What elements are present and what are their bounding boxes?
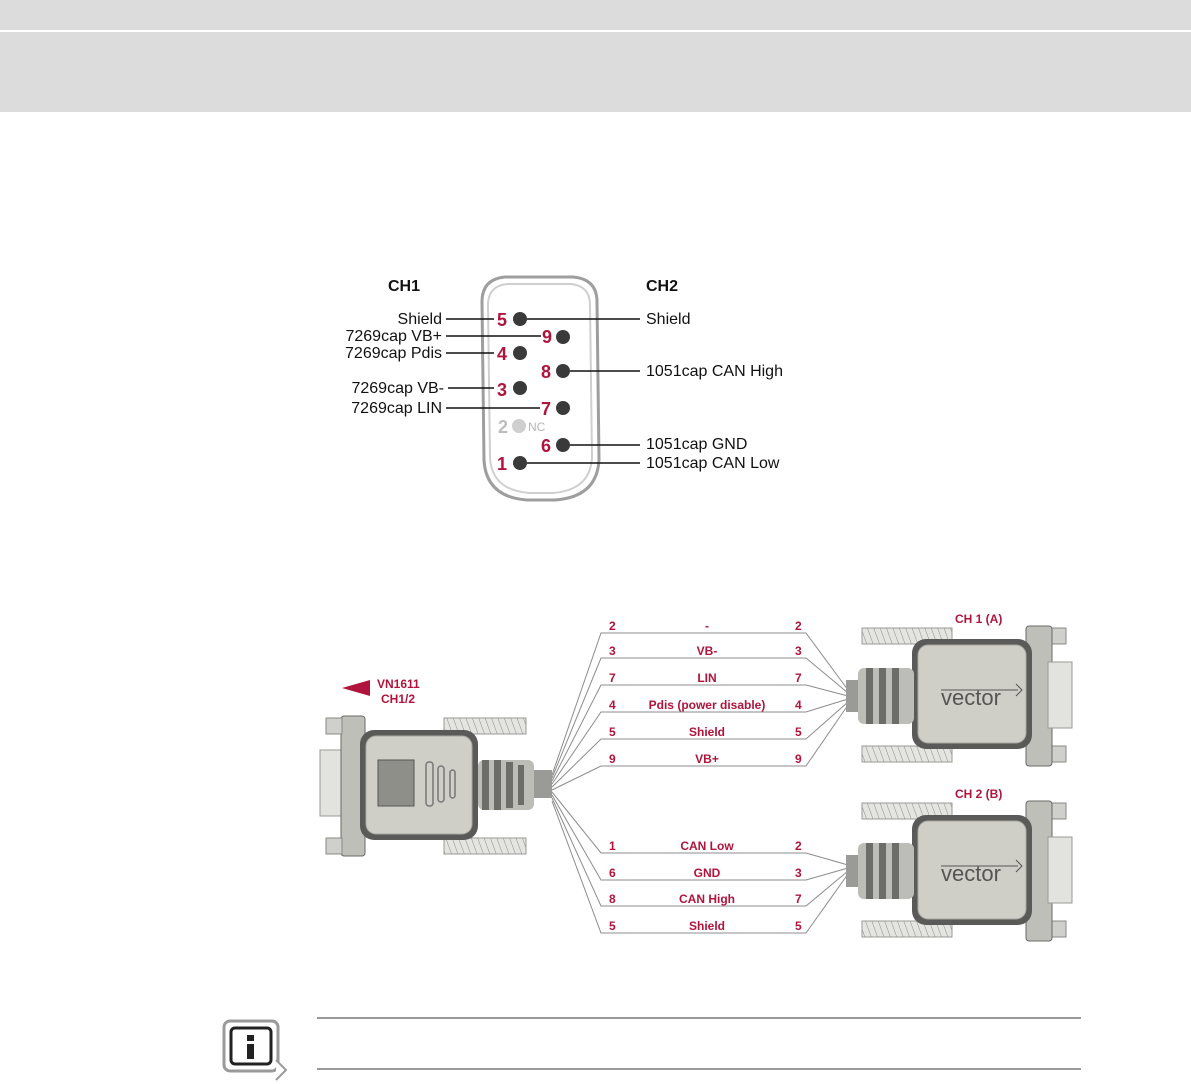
- pin3-dot: [513, 381, 527, 395]
- ch1-wire-2-to: 7: [795, 671, 802, 685]
- ch2-wire-1-to: 3: [795, 866, 802, 880]
- pin7-number: 7: [541, 399, 551, 419]
- ch1-wire-3-to: 4: [795, 698, 802, 712]
- ch1-wire-3-from: 4: [609, 698, 616, 712]
- ch1-wire-1-to: 3: [795, 644, 802, 658]
- direction-arrow-icon: [342, 680, 370, 696]
- ch1-wire-2-name: LIN: [697, 671, 716, 685]
- pin3-number: 3: [497, 380, 507, 400]
- pin9-dot: [556, 330, 570, 344]
- ch2-wire-1-name: GND: [694, 866, 721, 880]
- pin1-number: 1: [497, 454, 507, 474]
- header-band: [0, 32, 1191, 112]
- ch1-connector-label: CH 1 (A): [955, 612, 1002, 626]
- pin1-dot: [513, 456, 527, 470]
- pin4-dot: [513, 346, 527, 360]
- pin3-label: 7269cap VB-: [351, 380, 444, 397]
- ch1-wire-bundle: [551, 632, 849, 791]
- pin5-label-right: Shield: [646, 311, 690, 328]
- pin9-number: 9: [542, 327, 552, 347]
- pin8-dot: [556, 364, 570, 378]
- pin7-dot: [556, 401, 570, 415]
- ch1-wire-5-from: 9: [609, 752, 616, 766]
- source-label-line2: CH1/2: [381, 692, 415, 706]
- info-rule-top: [317, 1017, 1081, 1019]
- ch1-wire-0-to: 2: [795, 619, 802, 633]
- ch1-wire-1-from: 3: [609, 644, 616, 658]
- ch2-wire-0-to: 2: [795, 839, 802, 853]
- pin6-dot: [556, 438, 570, 452]
- pin1-label: 1051cap CAN Low: [646, 455, 780, 472]
- ch2-wire-labels: 1 CAN Low 2 6 GND 3 8 CAN High 7 5 Shiel…: [609, 839, 802, 933]
- ch2-wire-2-name: CAN High: [679, 892, 735, 906]
- pin4-number: 4: [497, 344, 507, 364]
- ch2-title: CH2: [646, 278, 678, 295]
- ch1-wire-2-from: 7: [609, 671, 616, 685]
- ch1-wire-labels: 2 - 2 3 VB- 3 7 LIN 7 4 Pdis (power disa…: [609, 619, 802, 766]
- ch2-wire-1-from: 6: [609, 866, 616, 880]
- ch1-wire-4-to: 5: [795, 725, 802, 739]
- pin2-number: 2: [498, 417, 508, 437]
- ch1-dsub-connector: CH 1 (A) vector: [846, 612, 1073, 767]
- ch1-wire-4-name: Shield: [689, 725, 725, 739]
- header-band-top: [0, 0, 1191, 30]
- ch2-connector-label: CH 2 (B): [955, 787, 1002, 801]
- ch1-wire-0-name: -: [705, 619, 709, 633]
- ch1-title: CH1: [388, 278, 420, 295]
- cable-diagram: VN1611 CH1/2: [319, 612, 1073, 942]
- pin8-number: 8: [541, 362, 551, 382]
- ch2-wire-0-from: 1: [609, 839, 616, 853]
- ch1-vector-logo: vector: [941, 685, 1001, 710]
- ch2-wire-3-name: Shield: [689, 919, 725, 933]
- ch2-wire-bundle: [551, 791, 849, 934]
- pin9-label: 7269cap VB+: [345, 328, 442, 345]
- pin5-label-left: Shield: [398, 311, 442, 328]
- ch1-wire-0-from: 2: [609, 619, 616, 633]
- info-rule-bottom: [317, 1068, 1081, 1070]
- ch1-wire-3-name: Pdis (power disable): [649, 698, 766, 712]
- pin2-dot: [512, 419, 526, 433]
- info-icon: [222, 1019, 288, 1081]
- ch2-vector-logo: vector: [941, 861, 1001, 886]
- pin6-label: 1051cap GND: [646, 436, 747, 453]
- dsub9-pinout: CH1 CH2 Shield 5 Shield 7269cap VB+ 9 72…: [345, 275, 783, 502]
- header-divider: [0, 30, 1191, 32]
- ch1-wire-1-name: VB-: [697, 644, 718, 658]
- ch1-wire-4-from: 5: [609, 725, 616, 739]
- ch2-wire-2-from: 8: [609, 892, 616, 906]
- ch1-wire-5-name: VB+: [695, 752, 719, 766]
- pin7-label: 7269cap LIN: [351, 400, 442, 417]
- pin5-number: 5: [497, 310, 507, 330]
- ch1-wire-5-to: 9: [795, 752, 802, 766]
- ch2-dsub-connector: CH 2 (B) vector: [846, 787, 1073, 942]
- ch2-wire-0-name: CAN Low: [680, 839, 734, 853]
- source-label-line1: VN1611: [377, 677, 420, 691]
- pin8-label: 1051cap CAN High: [646, 363, 783, 380]
- pin4-label: 7269cap Pdis: [345, 345, 442, 362]
- ch2-wire-3-to: 5: [795, 919, 802, 933]
- pin2-nc-label: NC: [528, 420, 546, 434]
- pin6-number: 6: [541, 436, 551, 456]
- ch2-wire-3-from: 5: [609, 919, 616, 933]
- left-dsub-connector: [319, 715, 552, 857]
- pin5-dot: [513, 312, 527, 326]
- ch2-wire-2-to: 7: [795, 892, 802, 906]
- page-edge-mark: [1185, 0, 1191, 2]
